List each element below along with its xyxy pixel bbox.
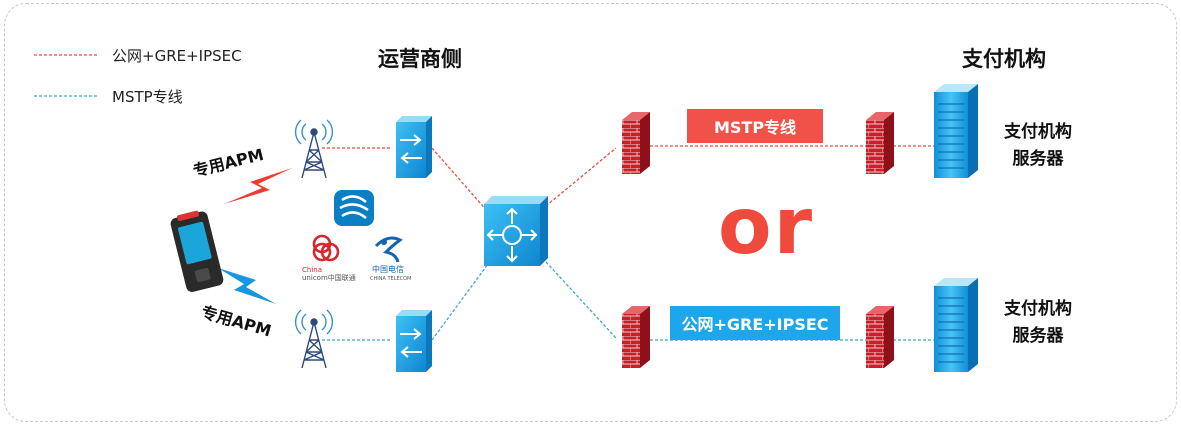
server-label-top-line1: 支付机构 — [1004, 122, 1072, 142]
public-network-link-badge: 公网+GRE+IPSEC — [670, 306, 840, 340]
server-label-bottom-line1: 支付机构 — [1004, 299, 1072, 319]
or-label: or — [718, 182, 815, 272]
cell-tower-icon-top — [294, 119, 334, 179]
unicom-logo-text-2: unicom中国联通 — [302, 274, 356, 282]
server-icon-top — [934, 84, 978, 178]
china-unicom-logo — [312, 234, 340, 262]
server-label-bottom-line2: 服务器 — [1012, 326, 1064, 346]
server-icon-bottom — [934, 278, 978, 372]
legend-label-public: 公网+GRE+IPSEC — [112, 47, 242, 65]
unicom-logo-text: China — [302, 266, 322, 274]
router-icon — [484, 196, 548, 266]
server-label-top: 支付机构 服务器 — [1004, 119, 1072, 173]
cell-tower-icon-bottom — [294, 309, 334, 369]
blue-network-path — [322, 261, 934, 341]
firewall-icon-bottom-right — [866, 306, 894, 368]
telecom-logo-text: 中国电信 — [372, 265, 404, 274]
pos-terminal-icon — [170, 210, 224, 292]
china-mobile-logo — [334, 190, 374, 226]
operator-side-title: 运营商侧 — [378, 47, 462, 71]
payment-institution-title: 支付机构 — [962, 47, 1046, 71]
switch-icon-top — [396, 116, 432, 178]
lightning-icon-red — [224, 168, 292, 204]
firewall-icon-top-right — [866, 112, 894, 174]
lightning-icon-blue — [218, 268, 276, 304]
china-telecom-logo — [374, 236, 403, 263]
mstp-link-badge: MSTP专线 — [687, 109, 823, 143]
firewall-icon-top-left — [622, 112, 650, 174]
legend-label-mstp: MSTP专线 — [112, 88, 183, 106]
server-label-bottom: 支付机构 服务器 — [1004, 296, 1072, 350]
telecom-logo-text-2: CHINA TELECOM — [370, 276, 412, 282]
firewall-icon-bottom-left — [622, 306, 650, 368]
red-network-path — [322, 145, 934, 213]
switch-icon-bottom — [396, 310, 432, 372]
server-label-top-line2: 服务器 — [1012, 149, 1064, 169]
